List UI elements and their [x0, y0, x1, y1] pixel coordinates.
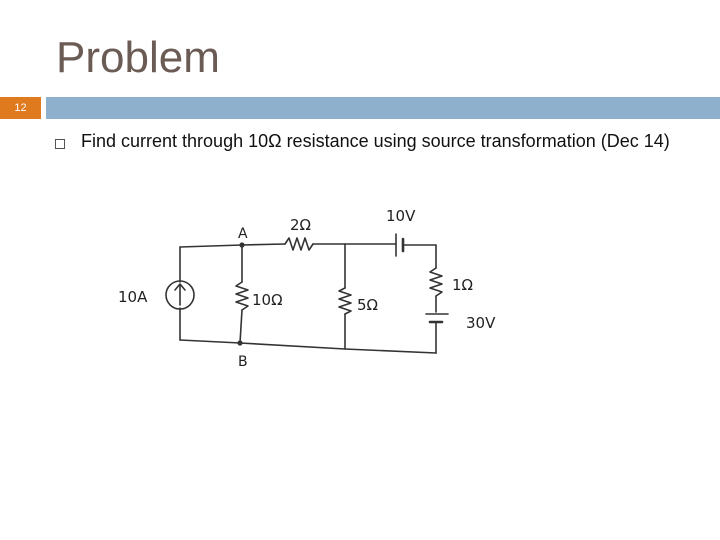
- wire-a-to-r2: [241, 243, 286, 246]
- title-underline-bar: [46, 97, 720, 119]
- wire-r10-to-b: [239, 309, 243, 344]
- resistor-2-ohm: [284, 237, 314, 251]
- label-resistor-10: 10Ω: [252, 291, 283, 309]
- node-b-dot: [237, 340, 243, 346]
- label-battery-30v: 30V: [466, 314, 496, 332]
- bullet-square-icon: [55, 139, 65, 149]
- wire-bottom: [179, 339, 437, 354]
- circuit-diagram: A B 10A 2Ω 10Ω 5Ω 1Ω 10V 30V: [118, 207, 496, 370]
- page-number-badge: 12: [0, 97, 41, 119]
- page-number: 12: [14, 102, 27, 114]
- node-a-dot: [239, 242, 245, 248]
- label-node-a: A: [238, 226, 248, 242]
- label-current-source: 10A: [118, 288, 148, 306]
- current-source-circle: [165, 280, 195, 310]
- bullet-text: Find current through 10Ω resistance usin…: [81, 131, 670, 151]
- resistor-1-ohm: [429, 267, 443, 297]
- label-resistor-1: 1Ω: [452, 276, 473, 294]
- wire-top-left: [179, 244, 243, 248]
- resistor-5-ohm: [338, 287, 352, 315]
- current-source-arrow: [174, 283, 186, 306]
- label-resistor-2: 2Ω: [290, 216, 311, 234]
- resistor-10-ohm: [235, 281, 249, 311]
- label-node-b: B: [238, 354, 248, 370]
- label-resistor-5: 5Ω: [357, 296, 378, 314]
- slide-title: Problem: [56, 33, 220, 82]
- label-battery-10v: 10V: [386, 207, 416, 225]
